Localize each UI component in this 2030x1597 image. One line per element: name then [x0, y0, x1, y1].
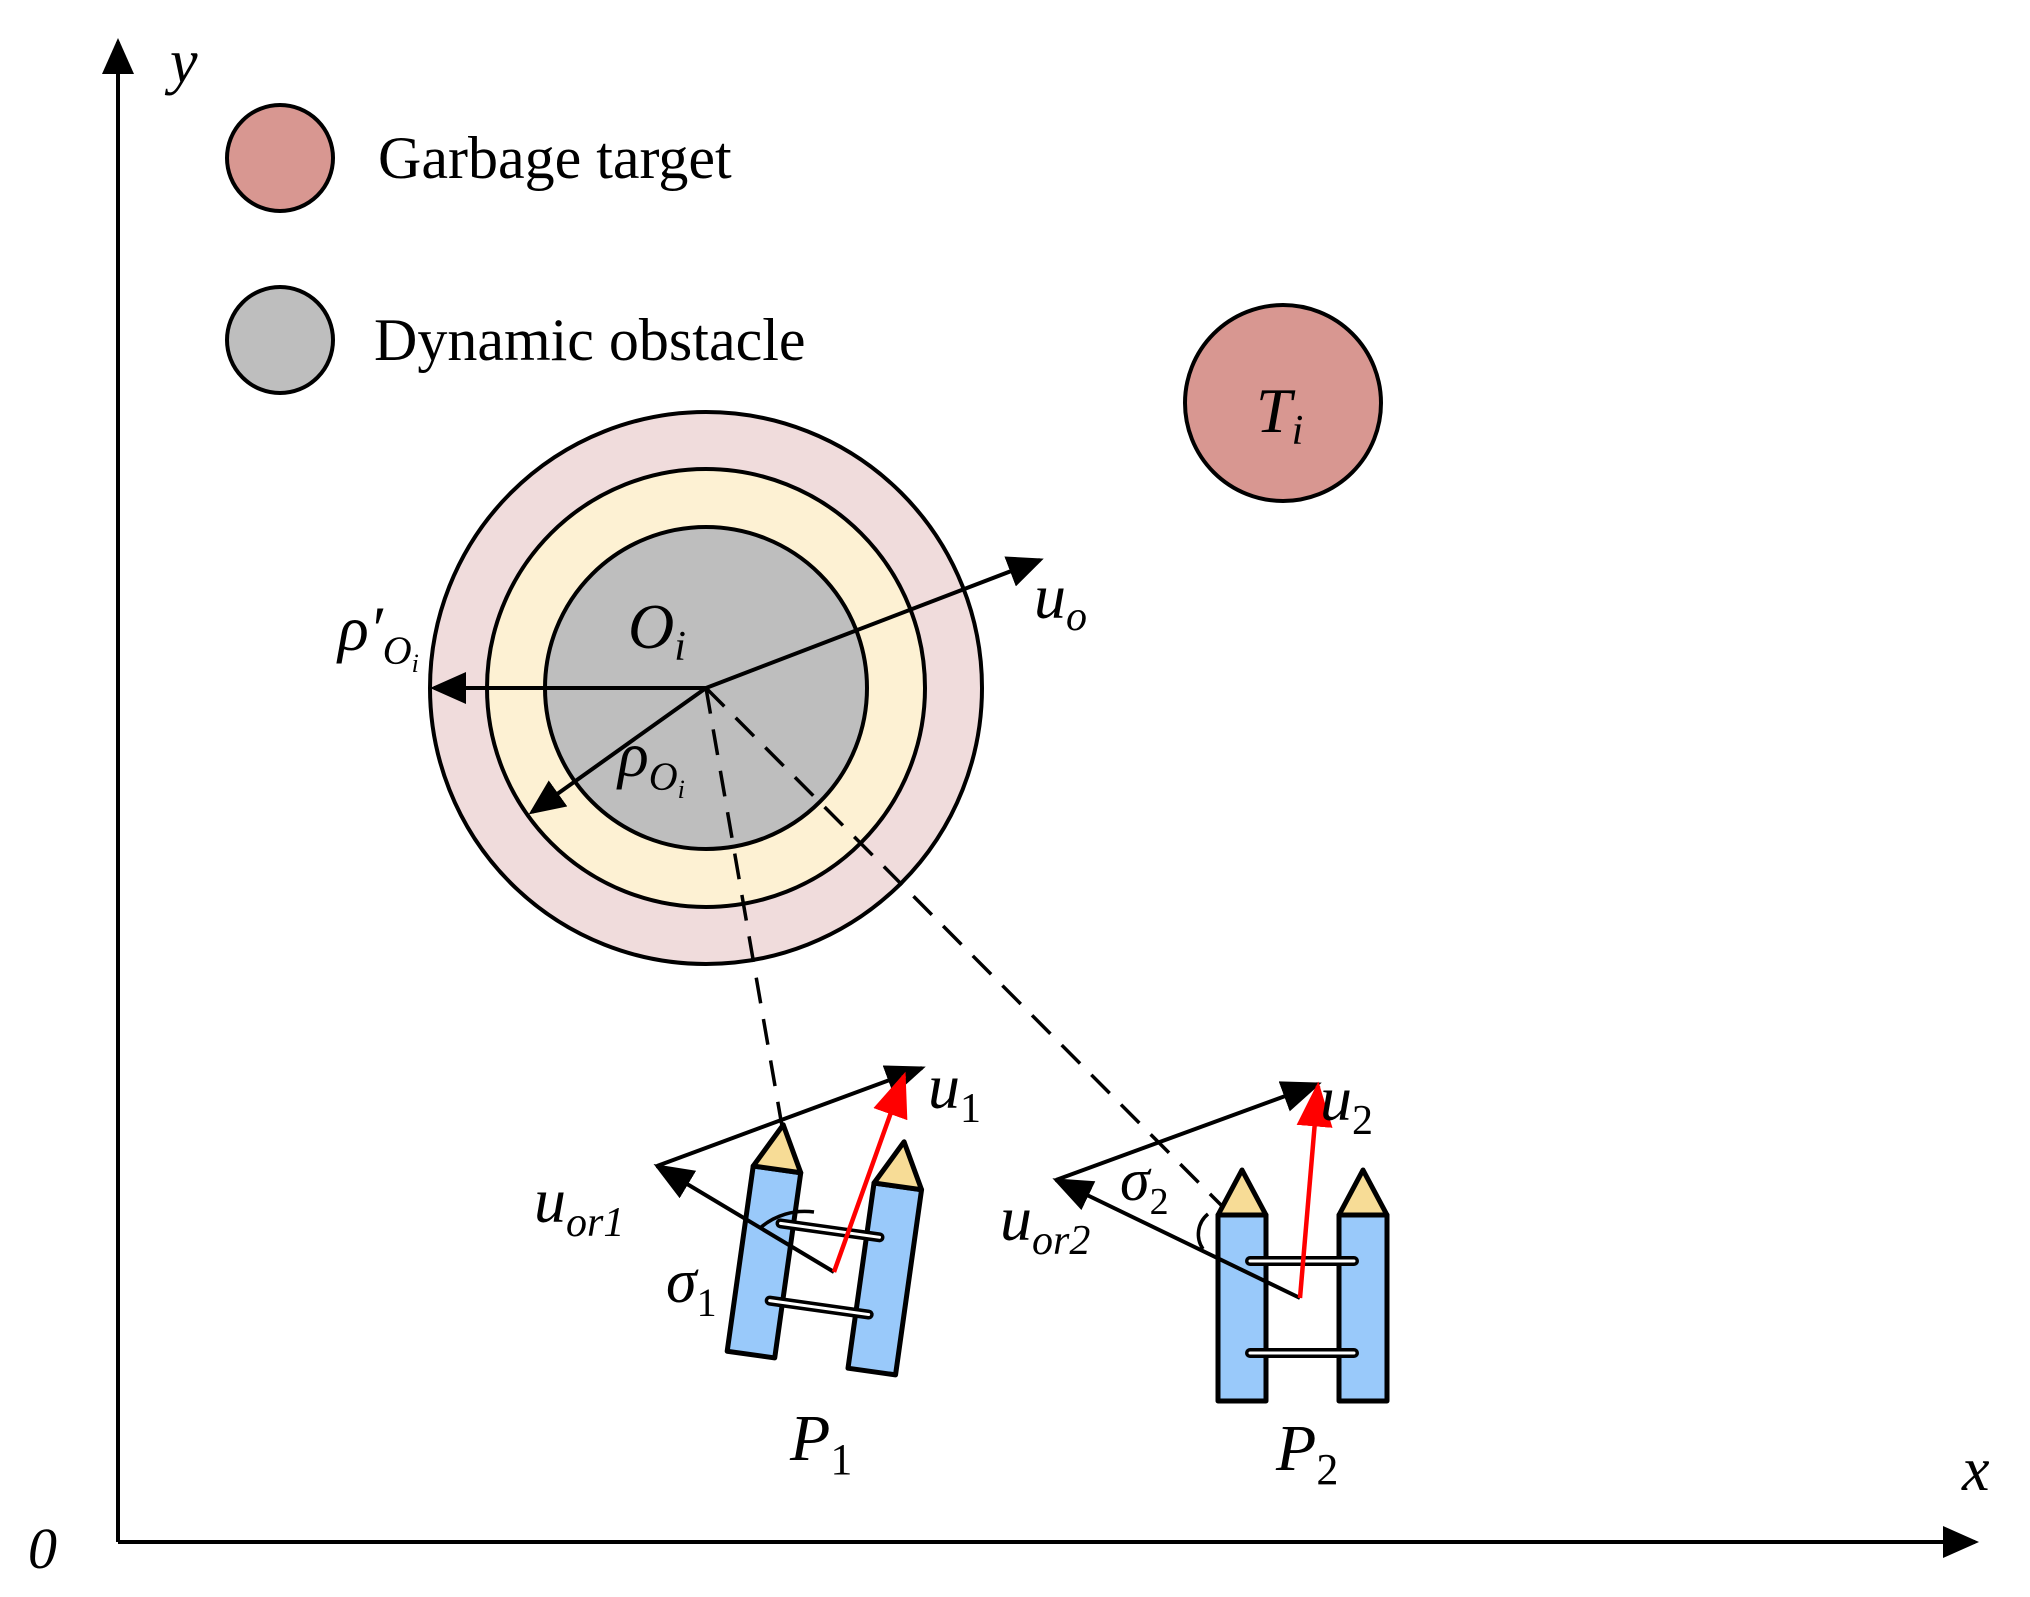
- p1-crossbar-front-hi: [778, 1221, 882, 1239]
- p2-triangle-top: [1055, 1081, 1322, 1182]
- p1-right-tip: [871, 1139, 925, 1193]
- sight-lines: [704, 686, 1228, 1231]
- vehicle-p1: u1 uor1 σ1 P1: [534, 1051, 981, 1484]
- vehicle-p2: u2 uor2 σ2 P2: [1000, 1063, 1390, 1494]
- inner-radius-label: ρOi: [616, 719, 685, 804]
- target-circle: [1183, 303, 1383, 503]
- obstacle-velocity-arrow: [705, 556, 1044, 690]
- inner-radius-arrow: [528, 686, 708, 815]
- p2-resultant-arrow: [1296, 1081, 1333, 1299]
- legend-label-garbage-target: Garbage target: [378, 125, 732, 191]
- p2-right-hull: [1336, 1212, 1390, 1404]
- p2-angle-arc: [1196, 1212, 1210, 1250]
- p1-resultant-arrow: [831, 1071, 908, 1273]
- legend-swatch-garbage-target: [225, 103, 335, 213]
- p1-label: P1: [789, 1402, 852, 1484]
- obstacle-label: Oi: [628, 591, 686, 670]
- p2-left-tip: [1215, 1167, 1269, 1218]
- p1-sigma-label: σ1: [666, 1248, 717, 1325]
- p2-sigma-label: σ2: [1120, 1147, 1169, 1223]
- garbage-target: Ti: [1183, 303, 1383, 503]
- p1-right-hull: [845, 1180, 925, 1378]
- p2-left-hull: [1215, 1212, 1269, 1404]
- outer-radius-label: ρ′Oi: [336, 593, 419, 678]
- legend-label-dynamic-obstacle: Dynamic obstacle: [374, 307, 806, 373]
- p1-u-or-label: uor1: [534, 1165, 624, 1246]
- p1-angle-arc: [758, 1209, 815, 1230]
- sight-line-p1: [704, 687, 802, 1231]
- legend-swatch-dynamic-obstacle: [225, 285, 335, 395]
- x-axis-label: x: [1961, 1436, 1990, 1504]
- p1-crossbar-rear-hi: [768, 1299, 871, 1317]
- legend: Garbage target Dynamic obstacle: [225, 103, 806, 395]
- axes: 0 x y: [28, 28, 1990, 1581]
- dynamic-obstacle: Oi ρ′Oi ρOi uo: [336, 410, 1087, 966]
- p1-u-label: u1: [928, 1051, 981, 1132]
- p2-right-tip: [1336, 1167, 1390, 1218]
- obstacle-velocity-label: uo: [1034, 561, 1087, 640]
- target-label: Ti: [1256, 375, 1303, 454]
- origin-label: 0: [28, 1516, 57, 1581]
- p1-left-hull: [724, 1163, 804, 1361]
- p1-u-or-arrow: [653, 1163, 836, 1274]
- p2-u-label: u2: [1320, 1063, 1373, 1144]
- vehicle-p1-body: [724, 1122, 925, 1378]
- p1-left-tip: [750, 1122, 804, 1176]
- p2-label: P2: [1275, 1412, 1338, 1494]
- p2-u-or-arrow: [1052, 1178, 1301, 1300]
- p2-u-or-label: uor2: [1000, 1183, 1090, 1264]
- y-axis-label: y: [164, 28, 198, 96]
